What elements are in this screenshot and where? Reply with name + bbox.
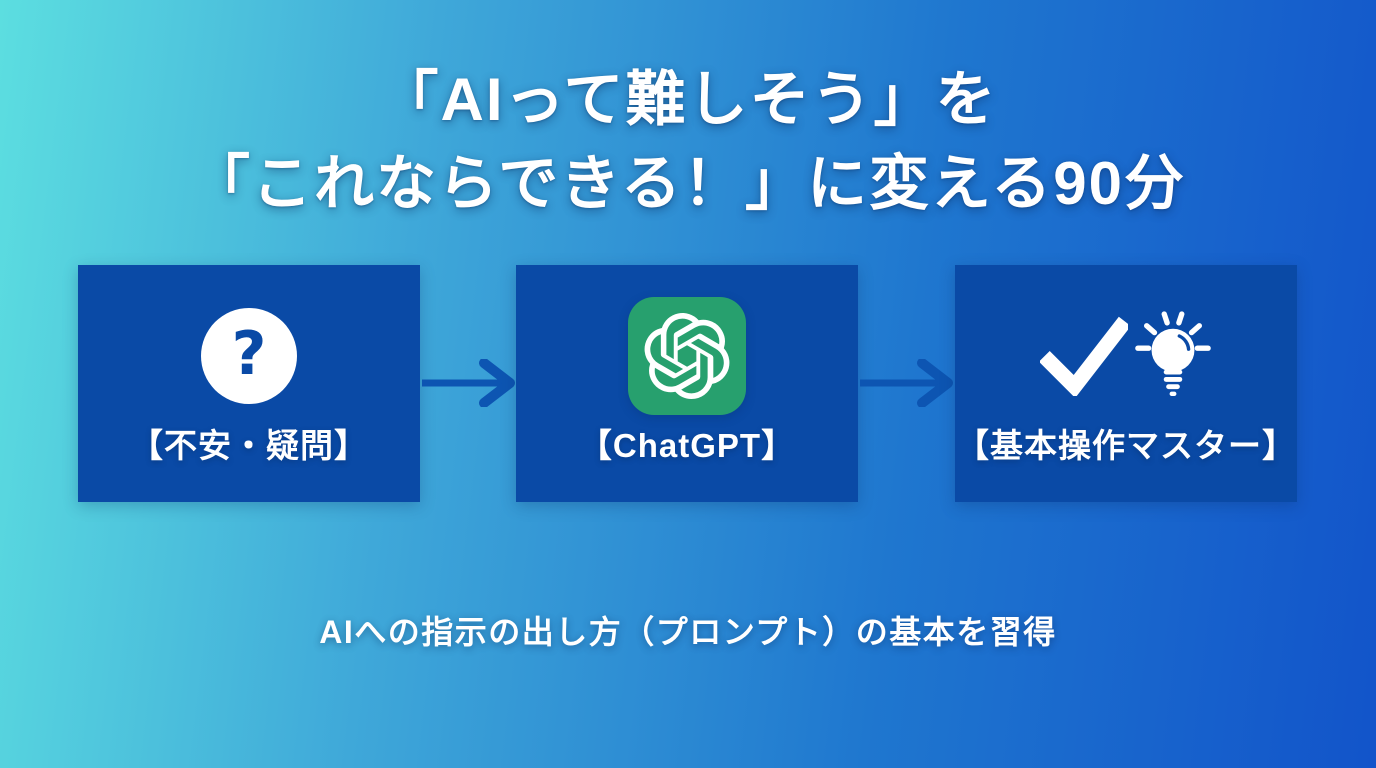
arrow-right-icon [422, 359, 515, 407]
question-mark-icon: ? [201, 308, 297, 404]
flow-step-mastery: 【基本操作マスター】 [955, 265, 1297, 502]
step-label-anxiety: 【不安・疑問】 [130, 427, 368, 464]
flow-step-anxiety: ? 【不安・疑問】 [78, 265, 420, 502]
lightbulb-icon [1135, 311, 1211, 396]
openai-knot-icon [644, 313, 730, 399]
step-label-chatgpt: 【ChatGPT】 [578, 427, 796, 464]
checkmark-icon [1040, 316, 1128, 396]
title-line-1: 「AIって難しそう」を [378, 66, 998, 133]
arrow-right-icon [860, 359, 953, 407]
title-line-2: 「これならできる！」に変える90分 [190, 150, 1186, 217]
page-title: 「AIって難しそう」を 「これならできる！」に変える90分 [0, 58, 1376, 226]
step-label-mastery: 【基本操作マスター】 [956, 427, 1296, 464]
flow-step-chatgpt: 【ChatGPT】 [516, 265, 858, 502]
question-glyph: ? [231, 319, 267, 389]
caption-text: AIへの指示の出し方（プロンプト）の基本を習得 [319, 614, 1057, 650]
chatgpt-logo-icon [628, 297, 746, 415]
